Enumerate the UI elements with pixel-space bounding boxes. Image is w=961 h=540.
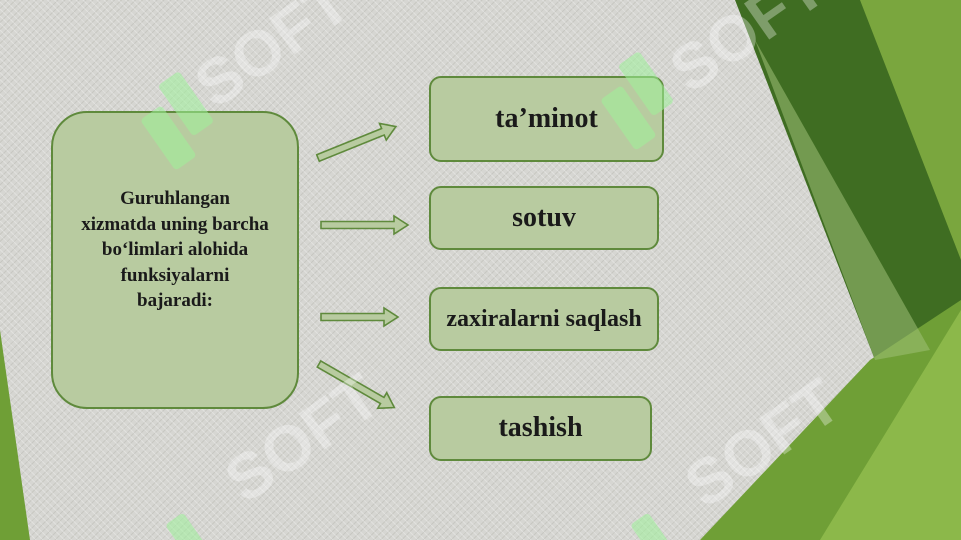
main-description-text: Guruhlangan xizmatda uning barcha bo‘lim…	[81, 187, 269, 312]
right-light-green-top	[860, 0, 961, 260]
item-label: ta’minot	[495, 102, 598, 134]
item-box-tashish: tashish	[429, 396, 652, 461]
item-label: tashish	[498, 412, 583, 444]
item-box-zaxiralarni-saqlash: zaxiralarni saqlash	[429, 287, 659, 351]
arrow-to-item-2	[320, 306, 400, 328]
arrow-to-item-0	[315, 122, 398, 163]
right-bright-green-corner	[820, 310, 961, 540]
left-green-triangle	[0, 330, 30, 540]
right-pale-green-sliver	[755, 40, 930, 360]
item-box-taminot: ta’minot	[429, 76, 664, 162]
arrow-to-item-1	[320, 214, 410, 236]
item-label: zaxiralarni saqlash	[446, 305, 642, 332]
arrow-to-item-3	[316, 359, 396, 410]
item-box-sotuv: sotuv	[429, 186, 659, 250]
item-label: sotuv	[512, 201, 576, 233]
